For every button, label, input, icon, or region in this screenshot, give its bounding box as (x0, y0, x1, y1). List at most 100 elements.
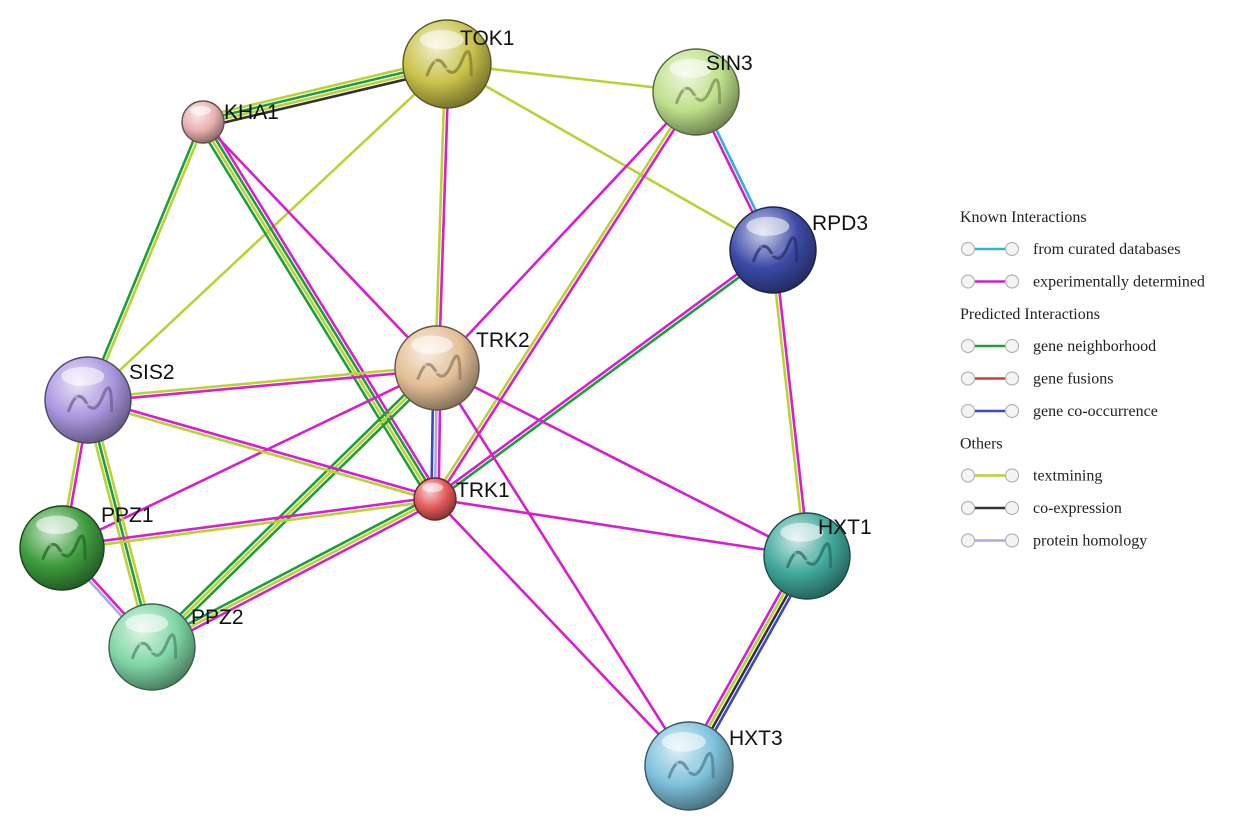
edge-line-gene-neighborhood (149, 494, 435, 646)
legend-item-label: gene neighborhood (1033, 338, 1156, 355)
edge-line-textmining (432, 89, 696, 500)
edge-line-experimentally-determined (435, 366, 809, 558)
node-highlight (419, 30, 464, 50)
legend-swatch-ball (1004, 371, 1020, 386)
node-label: PPZ1 (101, 504, 154, 527)
legend-swatch-ball (960, 338, 976, 354)
edge-trk2-sis2 (86, 364, 439, 404)
node-kha1[interactable]: KHA1 (181, 100, 279, 144)
node-highlight (410, 335, 453, 355)
protein-structure-icon (131, 633, 178, 660)
edge-line-experimentally-determined (206, 117, 441, 498)
protein-helix-icon (793, 550, 819, 562)
node-hxt3[interactable]: HXT3 (644, 721, 783, 811)
edge-sin3-trk1 (432, 89, 699, 502)
edge-line-experimentally-determined (433, 497, 809, 558)
legend-item-curated-databases: from curated databases (960, 241, 1180, 258)
legend: Known Interactions from curated databases… (960, 209, 1205, 550)
node-label: TOK1 (460, 27, 514, 50)
edge-line-experimentally-determined (152, 500, 438, 652)
edge-line-experimentally-determined (435, 90, 698, 370)
legend-swatch-ball (960, 241, 976, 257)
edge-sis2-trk1 (86, 396, 437, 503)
legend-swatch-ball (1004, 500, 1020, 516)
node-label: PPZ2 (191, 606, 244, 629)
node-highlight (61, 366, 105, 386)
legend-swatch-ball (1004, 274, 1020, 289)
node-highlight (125, 613, 169, 633)
edge-tok1-trk2 (433, 62, 451, 370)
edge-line-experimentally-determined (86, 368, 439, 404)
edge-line-textmining (445, 62, 775, 252)
protein-helix-icon (423, 362, 449, 374)
node-highlight (35, 515, 78, 535)
edge-line-experimentally-determined (435, 91, 699, 502)
edge-ppz2-trk1 (149, 494, 438, 652)
node-highlight (746, 216, 790, 236)
protein-helix-icon (432, 58, 460, 71)
protein-helix-icon (74, 394, 100, 406)
legend-item-gene-fusions: gene fusions (960, 371, 1113, 388)
node-highlight (669, 58, 713, 78)
legend-item-gene-cooccurrence: gene co-occurrence (960, 403, 1158, 420)
node-label: TRK1 (456, 479, 510, 502)
edge-tok1-rpd3 (445, 62, 775, 252)
node-label: SIN3 (706, 52, 753, 75)
edge-line-experimentally-determined (432, 247, 774, 499)
node-label: RPD3 (812, 212, 868, 235)
node-label: HXT1 (818, 516, 872, 539)
edge-trk2-hxt3 (435, 366, 691, 768)
legend-swatch-ball (960, 468, 976, 483)
edge-line-textmining (86, 400, 436, 503)
protein-helix-icon (48, 542, 74, 554)
edge-line-gene-neighborhood (434, 250, 776, 502)
node-hxt1[interactable]: HXT1 (763, 512, 872, 600)
legend-item-label: protein homology (1033, 533, 1147, 550)
protein-structure-icon (786, 542, 833, 569)
node-label: HXT3 (729, 727, 783, 750)
node-trk2[interactable]: TRK2 (394, 325, 530, 411)
edge-line-experimentally-determined (433, 497, 691, 768)
node-rpd3[interactable]: RPD3 (729, 206, 868, 294)
legend-item-label: from curated databases (1033, 241, 1180, 258)
legend-item-label: gene co-occurrence (1033, 403, 1158, 420)
edge-trk1-hxt1 (433, 497, 809, 558)
legend-item-protein-homology: protein homology (960, 533, 1147, 550)
legend-swatch-ball (1004, 241, 1020, 257)
edge-trk2-ppz2 (148, 364, 441, 651)
edge-line-textmining (60, 499, 437, 552)
edge-line-textmining (88, 121, 206, 402)
edge-trk2-ppz1 (60, 366, 439, 550)
legend-item-gene-neighborhood: gene neighborhood (960, 338, 1156, 355)
legend-swatch-ball (1004, 533, 1020, 548)
edge-ppz1-trk1 (60, 495, 437, 552)
edge-line-gene-neighborhood (203, 119, 438, 500)
protein-helix-icon (674, 760, 702, 773)
legend-swatch-ball (960, 274, 976, 289)
edge-line-experimentally-determined (201, 120, 439, 370)
node-ppz2[interactable]: PPZ2 (108, 603, 244, 691)
protein-structure-icon (675, 78, 722, 105)
protein-structure-icon (425, 49, 473, 77)
edge-line-textmining (86, 364, 439, 400)
edge-line-textmining (200, 121, 435, 502)
legend-item-label: gene fusions (1033, 371, 1113, 388)
legend-heading: Known Interactions (960, 209, 1087, 226)
edge-line-experimentally-determined (60, 495, 437, 548)
protein-helix-icon (682, 86, 708, 98)
edge-rpd3-hxt1 (769, 248, 811, 558)
node-trk1[interactable]: TRK1 (413, 477, 510, 521)
node-sis2[interactable]: SIS2 (44, 356, 175, 444)
node-sin3[interactable]: SIN3 (652, 48, 753, 136)
node-tok1[interactable]: TOK1 (402, 19, 514, 109)
edge-kha1-trk2 (201, 120, 439, 370)
protein-structure-icon (416, 354, 462, 380)
node-ppz1[interactable]: PPZ1 (19, 504, 154, 591)
edge-line-gene-neighborhood (148, 364, 436, 646)
edge-line-experimentally-determined (435, 366, 691, 768)
edge-line-gene-neighborhood (85, 120, 203, 401)
protein-helix-icon (759, 244, 785, 256)
legend-swatch-ball (960, 371, 976, 386)
